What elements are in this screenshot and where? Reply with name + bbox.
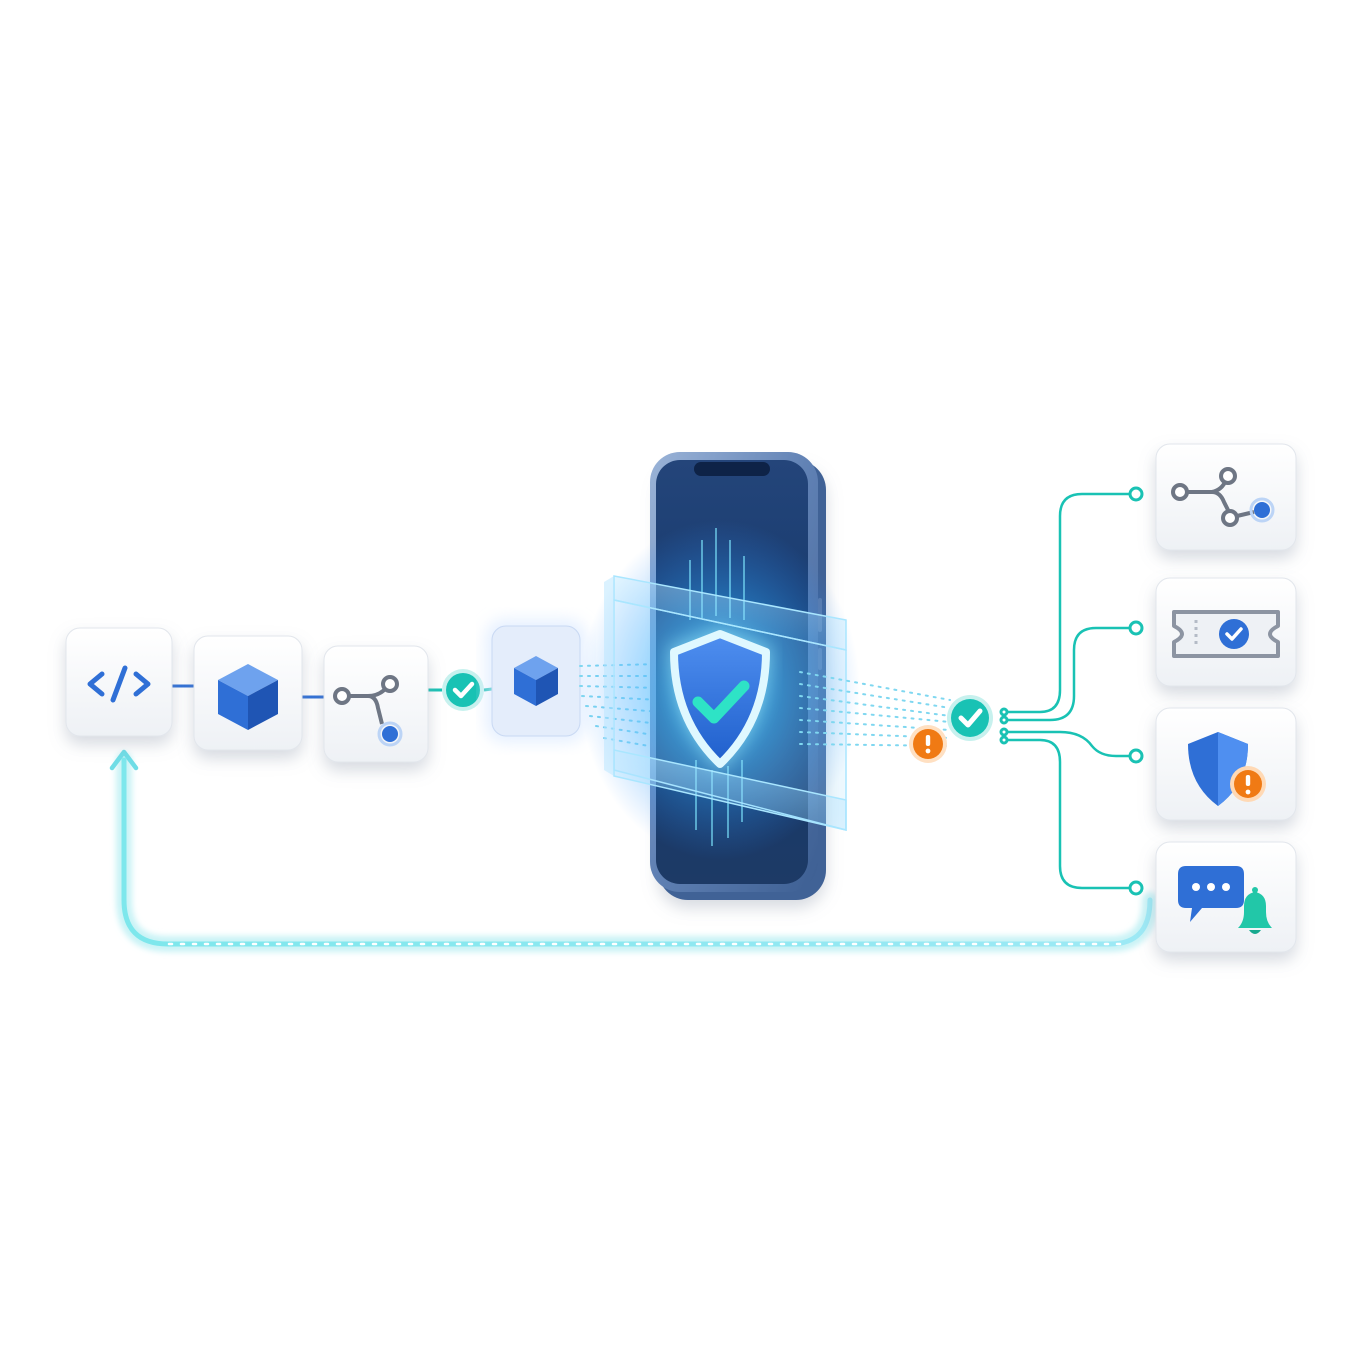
code-brackets-icon	[87, 665, 151, 703]
status-warning-icon	[909, 725, 947, 763]
output-connectors	[999, 486, 1144, 896]
chat-bell-icon	[1178, 866, 1272, 934]
status-check-icon	[442, 669, 484, 711]
ticket-check-icon	[1172, 610, 1280, 658]
loop-arrowhead-icon	[109, 749, 139, 771]
stage-tile-version-control[interactable]	[323, 645, 429, 763]
stage-tile-source-code[interactable]	[65, 627, 173, 737]
data-stream-out	[799, 671, 951, 747]
input-connectors	[170, 684, 501, 699]
stage-tile-artifact[interactable]	[486, 620, 586, 742]
cube-icon	[514, 656, 558, 706]
shield-warning-icon	[1188, 732, 1266, 806]
phone-notch	[694, 462, 770, 476]
output-tile-security-alert[interactable]	[1155, 707, 1297, 821]
cube-icon	[218, 664, 278, 730]
stage-tile-build-package[interactable]	[193, 635, 303, 751]
branch-icon	[333, 675, 403, 747]
branch-icon	[1171, 467, 1275, 527]
shield-check-icon	[668, 626, 772, 772]
feedback-loop	[109, 749, 1158, 952]
output-tile-ticket[interactable]	[1155, 577, 1297, 687]
output-tile-branch[interactable]	[1155, 443, 1297, 551]
output-tile-notification[interactable]	[1155, 841, 1297, 953]
status-check-icon	[947, 695, 993, 741]
